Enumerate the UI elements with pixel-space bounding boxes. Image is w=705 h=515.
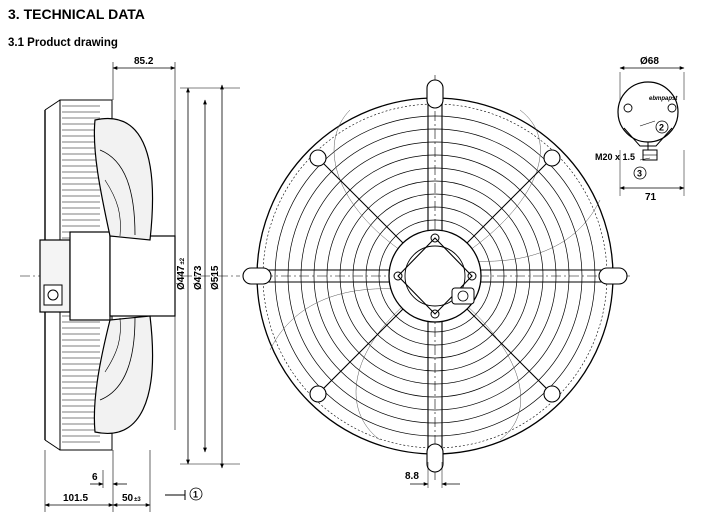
guard-ring bbox=[352, 193, 518, 359]
dim-box-diameter: Ø68 bbox=[640, 56, 659, 67]
guard-ring bbox=[326, 167, 544, 385]
svg-text:2: 2 bbox=[659, 123, 664, 133]
guard-ring bbox=[378, 219, 492, 333]
dim-depth-front: 50±3 bbox=[122, 493, 141, 504]
dim-depth-rear: 101.5 bbox=[63, 493, 88, 504]
svg-text:1: 1 bbox=[193, 490, 198, 500]
guard-ring bbox=[300, 141, 570, 411]
callout-2: 2 bbox=[655, 120, 669, 134]
dim-top-offset: 85.2 bbox=[134, 56, 154, 67]
dim-overall-diameter: Ø515 bbox=[210, 265, 221, 290]
subsection-title: 3.1 Product drawing bbox=[8, 37, 118, 49]
dim-spoke-width: 8.8 bbox=[405, 471, 419, 482]
guard-ring bbox=[313, 154, 557, 398]
brand-label: ebmpapst bbox=[649, 96, 678, 102]
guard-ring bbox=[339, 180, 531, 372]
side-view bbox=[20, 62, 240, 512]
dim-box-offset: 71 bbox=[645, 192, 657, 203]
dim-flange: 6 bbox=[92, 472, 98, 483]
front-view bbox=[242, 75, 630, 488]
svg-text:3: 3 bbox=[637, 169, 642, 179]
dim-inner-diameter: Ø447±2 bbox=[176, 257, 187, 290]
dim-outer-ring-diameter: Ø473 bbox=[193, 265, 204, 290]
dim-cable-gland: M20 x 1.5 bbox=[595, 152, 635, 162]
guard-ring bbox=[365, 206, 505, 346]
guard-ring bbox=[274, 115, 596, 437]
guard-ring bbox=[287, 128, 583, 424]
terminal-box-detail bbox=[617, 66, 685, 196]
callout-3: 3 bbox=[633, 166, 647, 180]
section-title: 3. TECHNICAL DATA bbox=[8, 6, 145, 22]
callout-1: 1 bbox=[189, 487, 203, 501]
